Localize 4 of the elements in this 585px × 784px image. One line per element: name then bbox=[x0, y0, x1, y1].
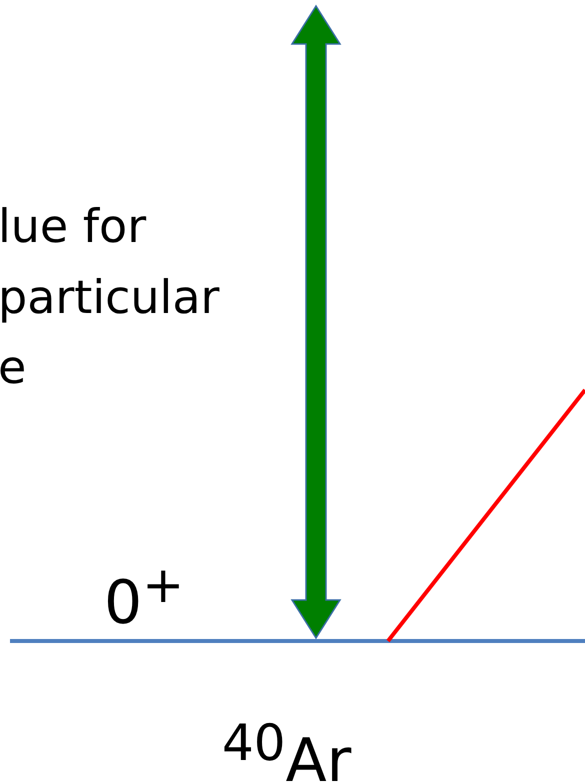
nucleus-label: $^{40}$Ar bbox=[222, 718, 352, 784]
description-text: e bbox=[0, 344, 26, 390]
spin-parity-label: 0$^{+}$ bbox=[104, 560, 184, 633]
description-text: lue for bbox=[0, 203, 146, 249]
